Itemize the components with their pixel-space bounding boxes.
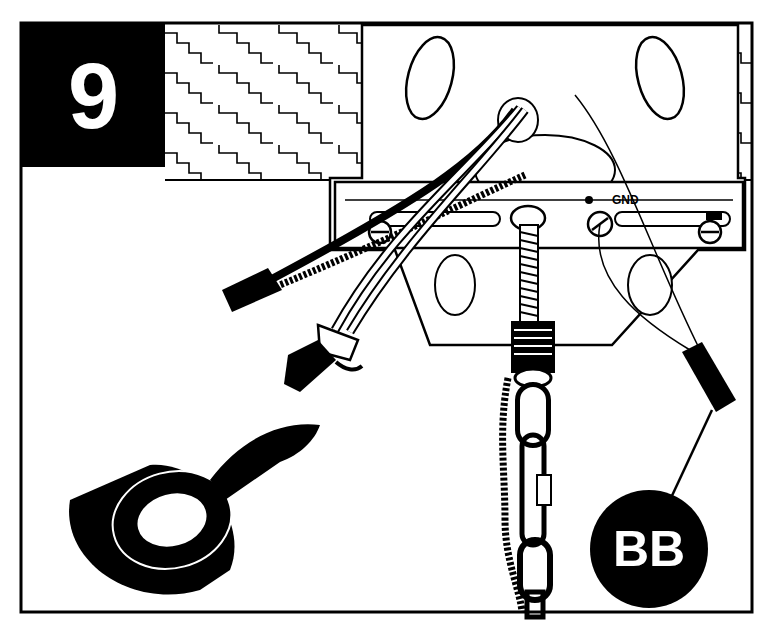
callout-circle: BB [590, 490, 708, 608]
ground-label: GND [612, 194, 639, 206]
frame [21, 23, 752, 612]
junction-box [330, 25, 745, 345]
node-text: 9 [68, 50, 119, 142]
node-text: BB [613, 524, 685, 574]
step-number: 9 [22, 24, 165, 167]
